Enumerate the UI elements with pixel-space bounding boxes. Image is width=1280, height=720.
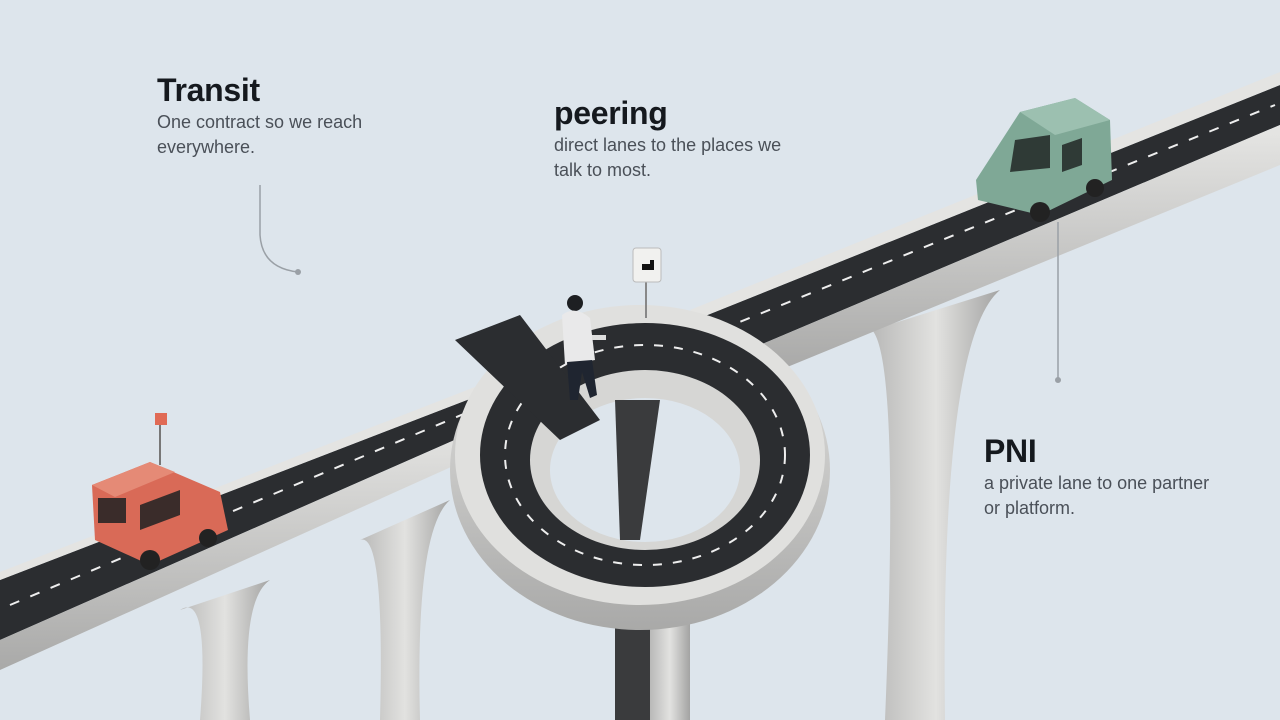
peering-title: peering (554, 95, 668, 131)
transit-leader-dot (295, 269, 301, 275)
road-sign (632, 247, 662, 318)
peering-label: peering direct lanes to the places we ta… (554, 95, 784, 183)
pni-label: PNI a private lane to one partner or pla… (984, 433, 1214, 521)
peering-loop (450, 305, 830, 630)
pni-title: PNI (984, 433, 1037, 469)
transit-label: Transit One contract so we reach everywh… (157, 72, 387, 160)
person-figure (562, 295, 606, 400)
transit-title: Transit (157, 72, 260, 108)
green-truck (976, 98, 1112, 222)
peering-description: direct lanes to the places we talk to mo… (554, 135, 782, 180)
red-van (92, 413, 228, 570)
transit-leader-line (259, 185, 299, 273)
pni-leader-dot (1055, 377, 1061, 383)
pni-description: a private lane to one partner or platfor… (984, 473, 1210, 518)
transit-description: One contract so we reach everywhere. (157, 112, 363, 157)
